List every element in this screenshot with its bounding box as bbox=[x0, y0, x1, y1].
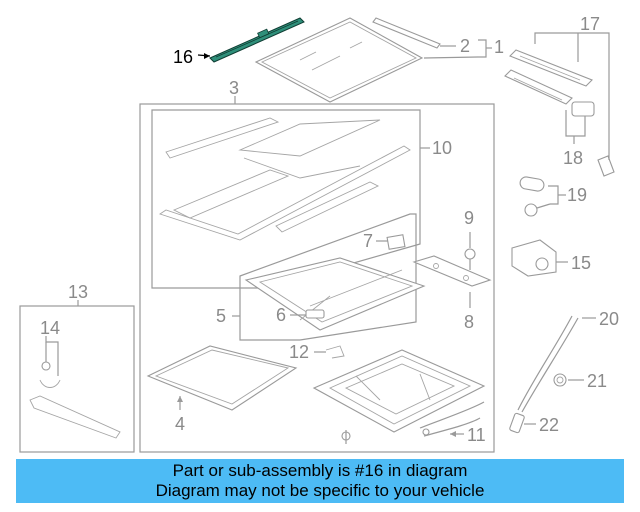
callout-18: 18 bbox=[563, 148, 583, 168]
part-6-clip bbox=[305, 309, 325, 319]
part-11-harness bbox=[419, 401, 485, 437]
callout-16-arrow bbox=[204, 53, 210, 59]
part-9-bolt bbox=[464, 248, 476, 270]
part-21-grommet bbox=[553, 373, 567, 387]
banner-line-2: Diagram may not be specific to your vehi… bbox=[155, 481, 485, 500]
part-17-rails bbox=[504, 49, 615, 177]
callout-12: 12 bbox=[289, 342, 309, 362]
subassembly-10-box bbox=[151, 109, 421, 289]
parts-diagram: 16 2 1 17 18 19 15 bbox=[19, 14, 619, 453]
part-7-bracket bbox=[386, 234, 406, 250]
callout-6: 6 bbox=[276, 305, 286, 325]
part-16-strip[interactable] bbox=[209, 17, 305, 63]
info-banner: Part or sub-assembly is #16 in diagram D… bbox=[16, 459, 624, 503]
callout-19: 19 bbox=[567, 185, 587, 205]
callout-13: 13 bbox=[68, 282, 88, 302]
callout-14: 14 bbox=[40, 318, 60, 338]
part-12-clip bbox=[325, 345, 345, 359]
part-15-motor bbox=[511, 239, 557, 277]
callout-15: 15 bbox=[571, 253, 591, 273]
callout-1: 1 bbox=[494, 37, 504, 57]
callout-17: 17 bbox=[580, 14, 600, 34]
callout-9: 9 bbox=[464, 208, 474, 228]
assembly-13-box bbox=[19, 305, 135, 453]
callout-4: 4 bbox=[175, 414, 185, 434]
callout-20: 20 bbox=[599, 309, 619, 329]
part-13-seal bbox=[29, 395, 121, 439]
callout-10: 10 bbox=[432, 138, 452, 158]
housing-frame bbox=[312, 349, 486, 433]
part-2-seal bbox=[372, 17, 441, 49]
callout-7: 7 bbox=[363, 231, 373, 251]
banner-line-1: Part or sub-assembly is #16 in diagram bbox=[172, 461, 468, 480]
part-8-bracket bbox=[412, 255, 492, 287]
callout-16: 16 bbox=[173, 47, 193, 67]
callout-3: 3 bbox=[229, 78, 239, 98]
part-19-clips bbox=[519, 176, 551, 217]
part-22-hose-end bbox=[509, 412, 525, 434]
callout-22: 22 bbox=[539, 415, 559, 435]
assembly-3-box bbox=[139, 103, 495, 453]
part-20-drain-hose bbox=[517, 315, 579, 413]
callout-21: 21 bbox=[587, 371, 607, 391]
callout-5: 5 bbox=[216, 306, 226, 326]
callout-2: 2 bbox=[460, 36, 470, 56]
callout-11: 11 bbox=[467, 425, 486, 445]
subassembly-5-box bbox=[239, 213, 417, 341]
part-5-frame bbox=[244, 257, 426, 331]
part-1-glass-panel bbox=[254, 17, 424, 103]
part-10-seals bbox=[158, 117, 411, 241]
housing-bolt bbox=[341, 430, 351, 444]
part-14-clips bbox=[39, 361, 61, 388]
part-4-sunshade bbox=[146, 345, 298, 411]
callout-8: 8 bbox=[464, 312, 474, 332]
